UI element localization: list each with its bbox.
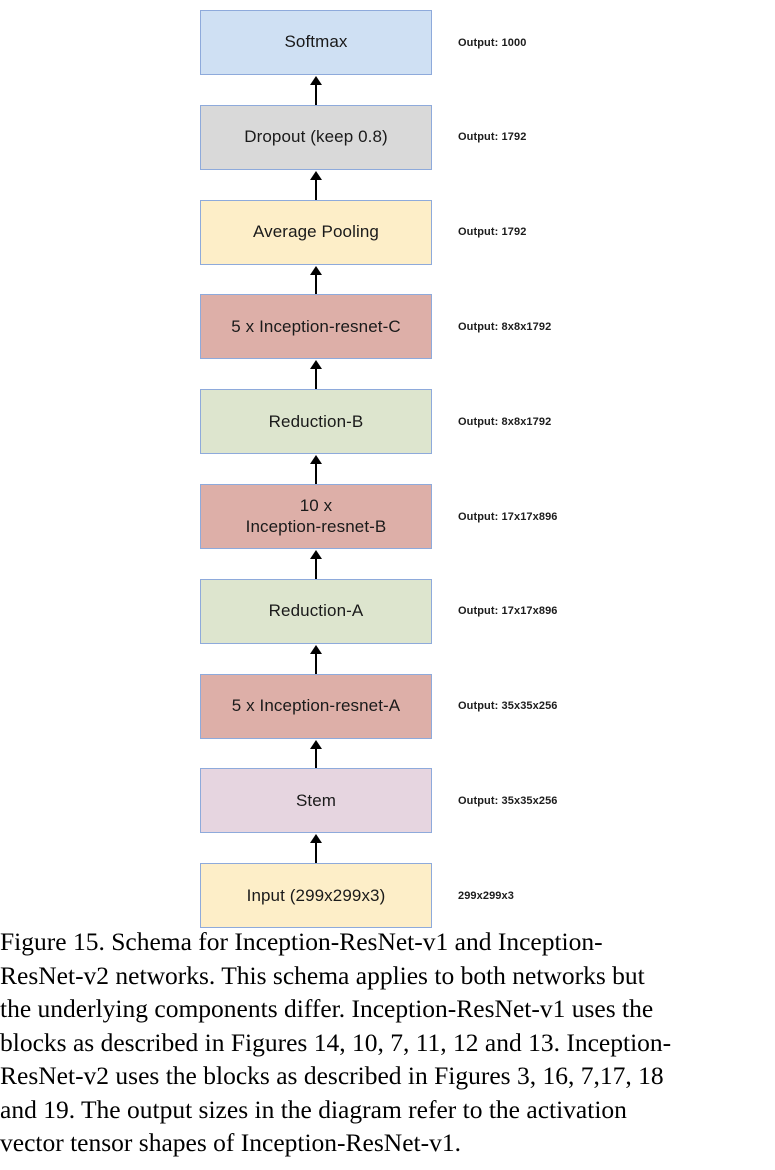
node-resnet-c[interactable]: 5 x Inception-resnet-C <box>200 294 432 360</box>
node-reduction-b[interactable]: Reduction-B <box>200 389 432 455</box>
caption-line-1: Figure 15. Schema for Inception-ResNet-v… <box>0 927 603 956</box>
figure-caption: Figure 15. Schema for Inception-ResNet-v… <box>0 925 775 1160</box>
node-input[interactable]: Input (299x299x3) <box>200 863 432 929</box>
connector-arrow-head <box>310 644 322 654</box>
node-label: Input (299x299x3) <box>246 885 386 905</box>
caption-line-4: blocks as described in Figures 14, 10, 7… <box>0 1027 672 1057</box>
connector-arrow-head <box>310 265 322 275</box>
node-resnet-a[interactable]: 5 x Inception-resnet-A <box>200 673 432 739</box>
output-label-dropout: Output: 1792 <box>458 131 527 144</box>
caption-line-2: ResNet-v2 networks. This schema applies … <box>0 960 645 990</box>
connector-arrow-shaft <box>315 557 317 579</box>
caption-line-3: the underlying components differ. Incept… <box>0 994 654 1023</box>
output-label-input: 299x299x3 <box>458 889 514 902</box>
caption-line-7: vector tensor shapes of Inception-ResNet… <box>0 1128 461 1157</box>
connector-arrow-head <box>310 360 322 370</box>
connector-arrow-shaft <box>315 462 317 484</box>
node-label: Reduction-B <box>268 411 364 431</box>
connector-arrow-head <box>310 739 322 749</box>
connector-arrow-shaft <box>315 177 317 200</box>
node-label: Reduction-A <box>268 601 364 621</box>
output-label-resnet-b: Output: 17x17x896 <box>458 510 558 523</box>
node-label-line2: Inception-resnet-B <box>245 516 387 536</box>
output-label-softmax: Output: 1000 <box>458 36 527 49</box>
node-dropout[interactable]: Dropout (keep 0.8) <box>200 104 432 170</box>
node-reduction-a[interactable]: Reduction-A <box>200 578 432 644</box>
node-label: Stem <box>295 790 337 810</box>
connector-arrow-shaft <box>315 272 317 295</box>
connector-arrow-shaft <box>315 83 317 105</box>
output-label-avgpool: Output: 1792 <box>458 226 527 239</box>
node-label: Softmax <box>284 32 348 52</box>
output-label-stem: Output: 35x35x256 <box>458 794 558 807</box>
node-stem[interactable]: Stem <box>200 768 432 834</box>
connector-arrow-head <box>310 834 322 844</box>
output-label-reduction-b: Output: 8x8x1792 <box>458 415 552 428</box>
connector-arrow-shaft <box>315 841 317 864</box>
output-label-resnet-c: Output: 8x8x1792 <box>458 320 552 333</box>
connector-arrow-shaft <box>315 367 317 390</box>
connector-arrow-shaft <box>315 746 317 769</box>
output-label-reduction-a: Output: 17x17x896 <box>458 605 558 618</box>
node-softmax[interactable]: Softmax <box>200 10 432 75</box>
node-label: Dropout (keep 0.8) <box>244 127 388 147</box>
connector-arrow-head <box>310 76 322 85</box>
node-label: 5 x Inception-resnet-A <box>231 696 401 716</box>
connector-arrow-head <box>310 170 322 180</box>
caption-line-5: ResNet-v2 uses the blocks as described i… <box>0 1061 664 1090</box>
caption-line-6: and 19. The output sizes in the diagram … <box>0 1094 627 1124</box>
connector-arrow-head <box>310 550 322 559</box>
output-label-resnet-a: Output: 35x35x256 <box>458 700 558 713</box>
node-avgpool[interactable]: Average Pooling <box>200 199 432 265</box>
connector-arrow-shaft <box>315 651 317 674</box>
node-label: Average Pooling <box>253 222 379 242</box>
node-label: 10 x <box>299 496 333 516</box>
node-label: 5 x Inception-resnet-C <box>231 316 401 336</box>
connector-arrow-head <box>310 455 322 465</box>
